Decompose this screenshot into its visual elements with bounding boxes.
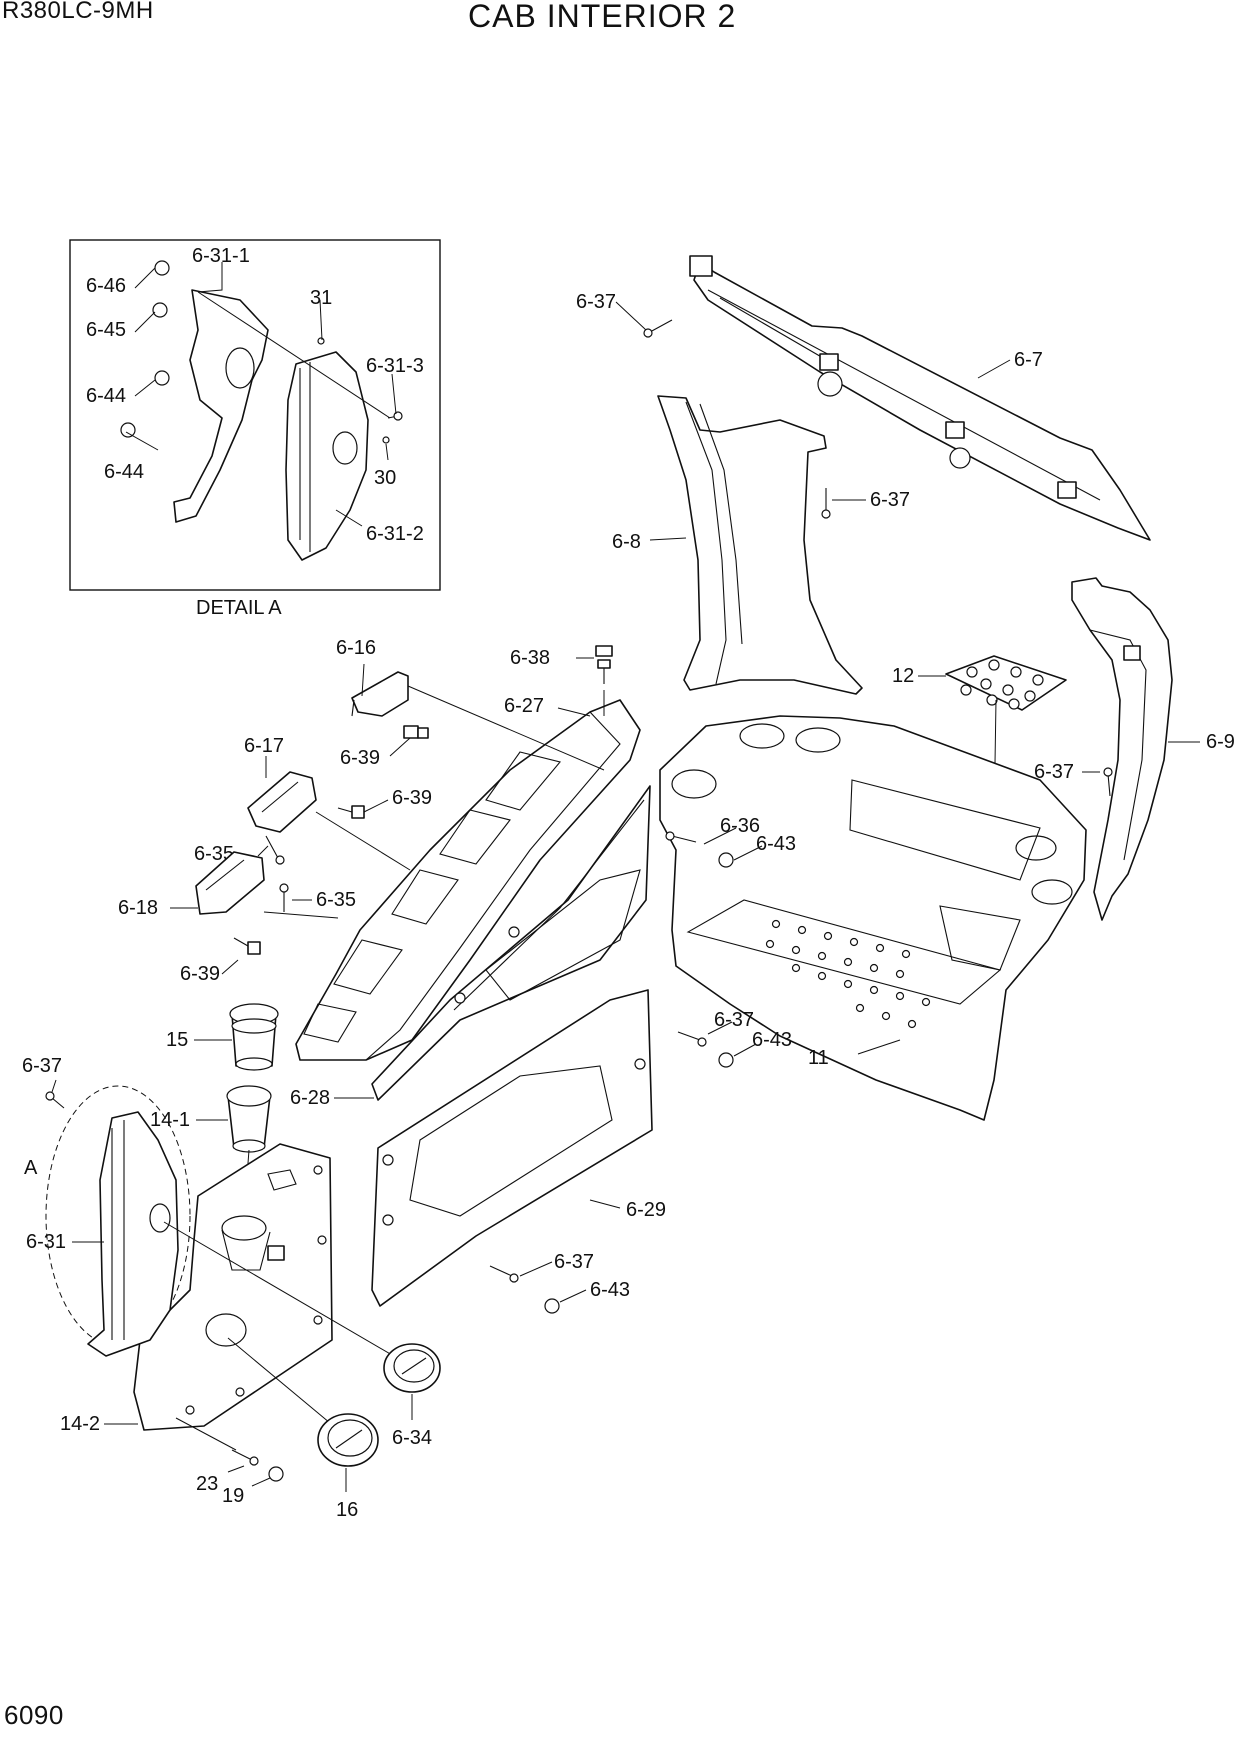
label-6-16: 6-16: [336, 637, 376, 659]
label-6-31-3: 6-31-3: [366, 355, 424, 377]
label-6-37-pillar: 6-37: [870, 489, 910, 511]
label-12: 12: [892, 665, 914, 687]
screw-6-37-mid: [677, 1031, 707, 1047]
label-6-44-lower: 6-44: [104, 461, 144, 483]
cap-6-43a: [718, 852, 734, 868]
part-6-17-bracket: [247, 771, 317, 833]
clip-6-46: [154, 260, 170, 276]
detail-a-frame: [69, 239, 441, 591]
clip-6-45: [152, 302, 168, 318]
bracket-hole: [225, 347, 255, 389]
label-6-31: 6-31: [26, 1231, 66, 1253]
part-6-18-bracket: [195, 851, 265, 915]
label-6-35a: 6-35: [194, 843, 234, 865]
page-number: 6090: [4, 1700, 64, 1730]
bolt-6-39c: [233, 937, 261, 955]
part-6-16-bracket: [351, 671, 409, 717]
label-6-35b: 6-35: [316, 889, 356, 911]
screw-6-35a: [265, 835, 285, 865]
cap-6-43b: [718, 1052, 734, 1068]
label-6-27: 6-27: [504, 695, 544, 717]
page-title: CAB INTERIOR 2: [468, 0, 737, 34]
label-6-43a: 6-43: [756, 833, 796, 855]
part-31: [317, 337, 325, 345]
label-6-34: 6-34: [392, 1427, 432, 1449]
label-6-44-upper: 6-44: [86, 385, 126, 407]
screw-6-37-left: [45, 1091, 65, 1109]
label-15: 15: [166, 1029, 188, 1051]
detail-a-marker: A: [24, 1157, 38, 1179]
label-6-45: 6-45: [86, 319, 126, 341]
label-6-8: 6-8: [612, 531, 641, 553]
label-6-36: 6-36: [720, 815, 760, 837]
bolt-6-39a: [403, 725, 429, 739]
label-19: 19: [222, 1485, 244, 1507]
label-6-17: 6-17: [244, 735, 284, 757]
label-14-2: 14-2: [60, 1413, 100, 1435]
part-11-tray: [659, 715, 1087, 1121]
label-6-43b: 6-43: [752, 1029, 792, 1051]
label-6-38: 6-38: [510, 647, 550, 669]
label-6-18: 6-18: [118, 897, 158, 919]
label-6-46: 6-46: [86, 275, 126, 297]
label-6-43c: 6-43: [590, 1279, 630, 1301]
label-6-37-left: 6-37: [22, 1055, 62, 1077]
part-6-8-pillar: [657, 395, 863, 695]
part-6-28-panel: [371, 785, 651, 1101]
screw-6-37-low: [489, 1265, 519, 1283]
part-6-34-knob: [383, 1343, 441, 1393]
label-31: 31: [310, 287, 332, 309]
part-6-9-panel: [1071, 577, 1173, 921]
detail-a-panel: 6-31-1 6-46 31 6-45 6-31-3 6-44 6-44 30 …: [69, 239, 441, 619]
label-23: 23: [196, 1473, 218, 1495]
part-14-1-cup: [226, 1085, 272, 1153]
label-6-31-1: 6-31-1: [192, 245, 250, 267]
part-6-31-cover: [87, 1111, 179, 1357]
part-6-7-rail: [689, 255, 1151, 541]
bolt-6-39b: [337, 805, 365, 819]
label-6-29: 6-29: [626, 1199, 666, 1221]
label-6-39a: 6-39: [340, 747, 380, 769]
bolt-6-38: [595, 645, 613, 684]
part-6-29-panel: [371, 989, 653, 1307]
label-6-28: 6-28: [290, 1087, 330, 1109]
cap-6-43c: [544, 1298, 560, 1314]
label-6-31-2: 6-31-2: [366, 523, 424, 545]
label-6-9: 6-9: [1206, 731, 1235, 753]
label-6-37-top: 6-37: [576, 291, 616, 313]
label-11: 11: [808, 1047, 829, 1069]
screw-6-37-right: [1103, 767, 1113, 797]
part-12-mat: [945, 655, 1067, 711]
detail-bracket: [173, 289, 269, 523]
part-30: [382, 436, 390, 444]
label-6-39b: 6-39: [392, 787, 432, 809]
model-code: R380LC-9MH: [2, 0, 154, 24]
tray-holes: [765, 919, 931, 1029]
clip-6-44a: [154, 370, 170, 386]
label-16: 16: [336, 1499, 358, 1521]
label-14-1: 14-1: [150, 1109, 190, 1131]
label-6-7: 6-7: [1014, 349, 1043, 371]
part-6-27-console: [295, 699, 641, 1061]
screw-6-35b: [279, 883, 289, 912]
part-16-knob: [317, 1413, 379, 1467]
label-6-39c: 6-39: [180, 963, 220, 985]
label-6-37-right: 6-37: [1034, 761, 1074, 783]
detail-cover-panel: [285, 351, 369, 561]
part-15-cup: [229, 1003, 279, 1071]
detail-caption: DETAIL A: [196, 597, 282, 619]
cover-hole: [332, 431, 358, 465]
cap-19: [268, 1466, 284, 1482]
label-30: 30: [374, 467, 396, 489]
screw-6-37-top: [643, 319, 673, 338]
label-6-37-low: 6-37: [554, 1251, 594, 1273]
screw-6-37-pillar: [821, 488, 831, 519]
screw-23: [231, 1449, 259, 1466]
label-6-37-mid: 6-37: [714, 1009, 754, 1031]
clip-6-44b: [120, 422, 136, 438]
screw-6-36: [665, 831, 697, 843]
